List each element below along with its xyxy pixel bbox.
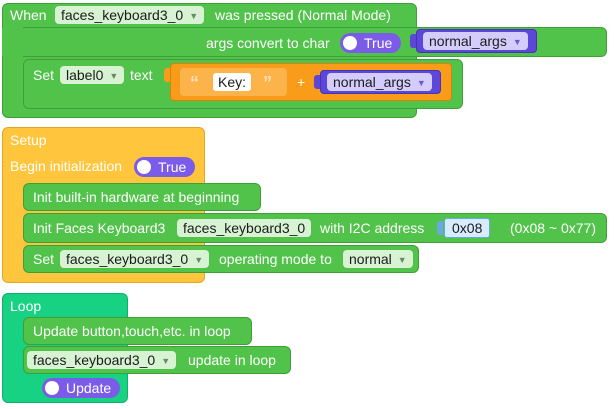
toggle-knob-icon <box>343 36 357 50</box>
i2c-address-label: with I2C address <box>320 220 425 236</box>
connector-notch <box>314 75 320 89</box>
init-hardware-label: Init built-in hardware at beginning <box>33 189 240 205</box>
connector-notch <box>437 221 443 235</box>
set-text-label: text <box>130 67 153 83</box>
keyboard-update-device-value: faces_keyboard3_0 <box>33 352 156 368</box>
begin-toggle-label: True <box>158 159 187 175</box>
args-variable-value: normal_args <box>429 33 507 49</box>
toggle-knob-icon <box>137 160 151 174</box>
open-quote-icon: “ <box>190 73 199 93</box>
operating-mode-label: operating mode to <box>219 251 332 267</box>
set-label: Set <box>33 67 55 83</box>
connector-notch <box>164 68 170 82</box>
loop-update-toggle[interactable]: Update <box>42 378 121 398</box>
i2c-address-input[interactable]: 0x08 <box>444 218 491 238</box>
begin-init-label: Begin initialization <box>10 158 123 174</box>
args-toggle-label: True <box>364 35 393 51</box>
set-target-dropdown[interactable]: label0 ▼ <box>60 66 125 84</box>
event-block-seam <box>3 26 23 60</box>
concat-variable-value: normal_args <box>333 74 411 90</box>
concat-variable-dropdown[interactable]: normal_args ▼ <box>327 73 432 91</box>
args-convert-label: args convert to char <box>206 35 330 51</box>
chevron-down-icon: ▼ <box>189 11 199 21</box>
event-pressed-label: was pressed (Normal Mode) <box>215 7 391 23</box>
toggle-knob-icon <box>45 381 59 395</box>
loop-update-label: Update <box>66 380 112 396</box>
chevron-down-icon: ▼ <box>161 356 171 366</box>
event-when-label: When <box>10 7 47 23</box>
string-literal-value: Key: <box>218 74 247 90</box>
init-keyboard-device-value: faces_keyboard3_0 <box>183 220 306 236</box>
keyboard-update-device-dropdown[interactable]: faces_keyboard3_0 ▼ <box>27 351 177 369</box>
chevron-down-icon: ▼ <box>194 255 204 265</box>
init-keyboard-device-dropdown[interactable]: faces_keyboard3_0 <box>177 219 312 237</box>
close-quote-icon: ” <box>263 73 272 93</box>
init-hardware-block[interactable] <box>23 183 261 211</box>
keyboard-update-label: update in loop <box>188 352 276 368</box>
init-keyboard-label: Init Faces Keyboard3 <box>33 220 166 236</box>
chevron-down-icon: ▼ <box>109 71 119 81</box>
args-variable-block[interactable]: normal_args ▼ <box>416 29 537 53</box>
init-keyboard-block[interactable] <box>23 213 607 243</box>
update-button-block[interactable] <box>23 317 252 345</box>
string-literal-input[interactable]: Key: <box>213 73 252 91</box>
set-target-value: label0 <box>66 67 104 83</box>
loop-title: Loop <box>10 298 42 314</box>
concat-plus-label: + <box>297 74 306 90</box>
i2c-address-value: 0x08 <box>452 220 483 236</box>
concat-variable-block[interactable]: normal_args ▼ <box>320 70 441 94</box>
chevron-down-icon: ▼ <box>416 78 426 88</box>
set-mode-device-dropdown[interactable]: faces_keyboard3_0 ▼ <box>60 250 210 268</box>
event-device-value: faces_keyboard3_0 <box>61 7 184 23</box>
chevron-down-icon: ▼ <box>397 255 407 265</box>
begin-init-toggle[interactable]: True <box>134 157 196 177</box>
set-mode-device-value: faces_keyboard3_0 <box>66 251 189 267</box>
i2c-range-label: (0x08 ~ 0x77) <box>510 220 596 236</box>
connector-notch <box>410 34 416 48</box>
operating-mode-dropdown[interactable]: normal ▼ <box>343 250 413 268</box>
operating-mode-value: normal <box>349 251 392 267</box>
set-mode-label: Set <box>33 251 55 267</box>
chevron-down-icon: ▼ <box>512 37 522 47</box>
update-button-label: Update button,touch,etc. in loop <box>33 323 231 339</box>
args-variable-dropdown[interactable]: normal_args ▼ <box>423 32 528 50</box>
args-convert-toggle[interactable]: True <box>340 33 402 53</box>
setup-title: Setup <box>10 132 47 148</box>
event-device-dropdown[interactable]: faces_keyboard3_0 ▼ <box>55 6 205 24</box>
